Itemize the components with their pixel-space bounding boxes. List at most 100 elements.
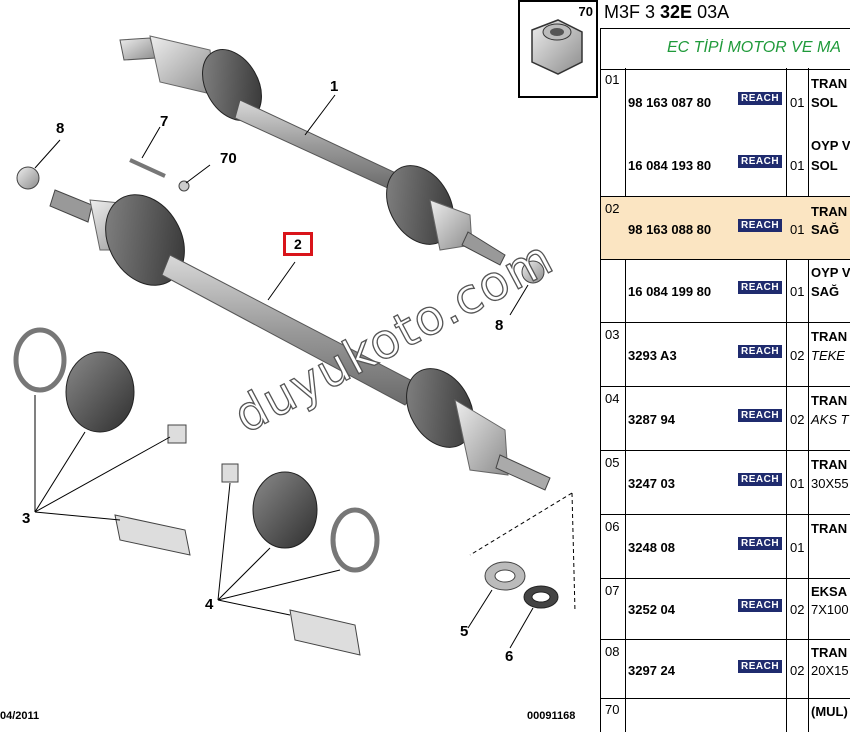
section-title-bar: EC TİPİ MOTOR VE MA — [600, 28, 850, 70]
description-side: SOL — [811, 158, 838, 173]
part-number[interactable]: 3287 94 — [628, 412, 675, 427]
code-bold: 32E — [660, 2, 693, 22]
row-index: 70 — [605, 702, 620, 717]
section-title: EC TİPİ MOTOR VE MA — [667, 39, 841, 56]
part-number[interactable]: 16 084 199 80 — [628, 284, 712, 299]
reach-badge: REACH — [738, 599, 783, 612]
part-number[interactable]: 3248 08 — [628, 540, 675, 555]
catalog-code: M3F 3 32E 03A — [604, 2, 729, 23]
code-prefix: M3F 3 — [604, 2, 656, 22]
description: TRAN — [811, 204, 848, 219]
table-row[interactable]: 03 3293 A3 REACH 02 TRAN TEKE — [601, 323, 850, 387]
part-number[interactable]: 3293 A3 — [628, 348, 677, 363]
row-index: 07 — [605, 583, 620, 598]
seal-6 — [523, 585, 559, 609]
reach-badge: REACH — [738, 660, 783, 673]
diagram-date: 04/2011 — [0, 710, 40, 722]
exploded-view-drawing — [13, 35, 576, 656]
description: TRAN — [811, 521, 848, 536]
boot-kit-4 — [221, 463, 380, 656]
row-index: 03 — [605, 327, 620, 342]
quantity: 02 — [790, 602, 805, 617]
callout-4[interactable]: 4 — [205, 596, 214, 613]
row-index: 08 — [605, 644, 620, 659]
row-index: 05 — [605, 455, 620, 470]
table-row[interactable]: 05 3247 03 REACH 01 TRAN 30X55 — [601, 451, 850, 515]
part-number[interactable]: 3247 03 — [628, 476, 675, 491]
quantity: 01 — [790, 158, 805, 173]
table-row-selected[interactable]: 02 98 163 088 80 REACH 01 TRAN SAĞ — [601, 197, 850, 260]
quantity: 02 — [790, 412, 805, 427]
reach-badge: REACH — [738, 473, 783, 486]
reach-badge: REACH — [738, 219, 783, 232]
description: TRAN — [811, 645, 848, 660]
quantity: 02 — [790, 348, 805, 363]
callout-7[interactable]: 7 — [160, 113, 169, 130]
reach-badge: REACH — [738, 537, 783, 550]
boot-kit-3 — [13, 327, 191, 556]
description: EKSA — [811, 584, 848, 599]
row-index: 06 — [605, 519, 620, 534]
callout-6[interactable]: 6 — [505, 648, 514, 665]
parts-table: 01 98 163 087 80 REACH 01 TRAN SOL 16 08… — [600, 68, 850, 732]
col-divider — [625, 68, 626, 732]
nut-8-right — [521, 260, 545, 284]
reference-thumbnail-70[interactable]: 70 — [518, 0, 598, 98]
callout-70[interactable]: 70 — [220, 150, 237, 167]
bolt-7 — [129, 158, 190, 192]
description: TRAN — [811, 76, 848, 91]
seal-5 — [484, 561, 526, 591]
description-side: SOL — [811, 95, 838, 110]
callout-1[interactable]: 1 — [330, 78, 339, 95]
quantity: 01 — [790, 222, 805, 237]
callout-8-right[interactable]: 8 — [495, 317, 504, 334]
description-detail: 30X55 — [811, 476, 849, 491]
callout-5[interactable]: 5 — [460, 623, 469, 640]
description: (MUL) — [811, 704, 848, 719]
description: OYP V — [811, 265, 850, 280]
part-number[interactable]: 3252 04 — [628, 602, 675, 617]
part-number[interactable]: 3297 24 — [628, 663, 675, 678]
callout-3[interactable]: 3 — [22, 510, 31, 527]
code-suffix: 03A — [697, 2, 730, 22]
part-number[interactable]: 98 163 087 80 — [628, 95, 712, 110]
description: TRAN — [811, 393, 848, 408]
table-row[interactable]: 06 3248 08 REACH 01 TRAN — [601, 515, 850, 579]
parts-diagram: 1 2 3 4 5 6 7 8 8 70 duyukoto.com 04/201… — [0, 35, 576, 722]
reference-number: 70 — [578, 4, 593, 19]
callout-8-left[interactable]: 8 — [56, 120, 65, 137]
table-row[interactable]: 01 98 163 087 80 REACH 01 TRAN SOL 16 08… — [601, 68, 850, 197]
table-row[interactable]: 08 3297 24 REACH 02 TRAN 20X15 — [601, 640, 850, 699]
description-side: SAĞ — [811, 284, 840, 299]
description: OYP V — [811, 138, 850, 153]
description-detail: TEKE — [811, 348, 845, 363]
quantity: 01 — [790, 540, 805, 555]
nut-8-left — [16, 166, 40, 190]
col-divider — [786, 68, 787, 732]
reach-badge: REACH — [738, 345, 783, 358]
part-number[interactable]: 98 163 088 80 — [628, 222, 712, 237]
reach-badge: REACH — [738, 409, 783, 422]
callout-2-selected[interactable]: 2 — [283, 232, 313, 256]
nut-icon — [531, 19, 583, 75]
description: TRAN — [811, 457, 848, 472]
dashed-guides — [469, 492, 576, 613]
table-row[interactable]: 70 (MUL) — [601, 698, 850, 732]
reach-badge: REACH — [738, 155, 783, 168]
part-number[interactable]: 16 084 193 80 — [628, 158, 712, 173]
table-row[interactable]: 07 3252 04 REACH 02 EKSA 7X100 — [601, 579, 850, 640]
reach-badge: REACH — [738, 92, 783, 105]
left-driveshaft — [119, 35, 506, 266]
table-row[interactable]: 16 084 199 80 REACH 01 OYP V SAĞ — [601, 260, 850, 323]
table-row[interactable]: 04 3287 94 REACH 02 TRAN AKS T — [601, 387, 850, 451]
row-index: 02 — [605, 201, 620, 216]
reach-badge: REACH — [738, 281, 783, 294]
description: TRAN — [811, 329, 848, 344]
description-detail: 20X15 — [811, 663, 849, 678]
col-divider — [808, 68, 809, 732]
diagram-number: 00091168 — [527, 710, 576, 722]
row-index: 04 — [605, 391, 620, 406]
description-side: SAĞ — [811, 222, 840, 237]
quantity: 01 — [790, 476, 805, 491]
quantity: 01 — [790, 95, 805, 110]
